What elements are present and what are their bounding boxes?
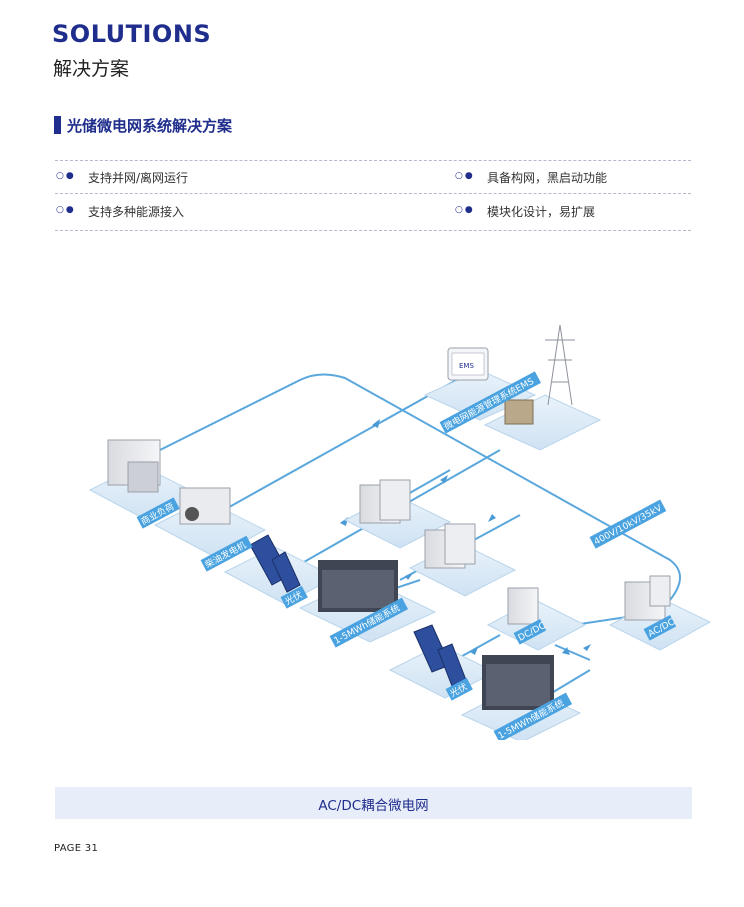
feature-item: 支持并网/离网运行 bbox=[88, 171, 189, 185]
storage-cabinet-1 bbox=[318, 560, 398, 612]
feature-item: 支持多种能源接入 bbox=[88, 205, 185, 219]
storage-cabinet-2 bbox=[482, 655, 554, 710]
pv-panel-1 bbox=[249, 534, 301, 593]
page-title-en: SOLUTIONS bbox=[52, 20, 212, 48]
device-labels: 商业负荷 柴油发电机 光伏 1-5MWh储能系统 微电网能源管理系统EMS 40… bbox=[136, 371, 677, 740]
section-title: 光储微电网系统解决方案 bbox=[67, 117, 233, 135]
converter-cabinet-2 bbox=[424, 523, 476, 569]
transformer-icon bbox=[504, 399, 534, 425]
divider bbox=[55, 230, 691, 231]
diagram-caption: AC/DC耦合微电网 bbox=[318, 798, 429, 814]
label-grid-voltage: 400V/10kV/35kV bbox=[593, 503, 665, 547]
divider bbox=[55, 193, 691, 194]
feature-item: 具备构网，黑启动功能 bbox=[487, 171, 608, 185]
ems-screen-label: EMS bbox=[459, 362, 474, 370]
flow-arrows bbox=[340, 419, 591, 655]
caption-box bbox=[55, 787, 692, 819]
commercial-load-building bbox=[107, 439, 161, 493]
acdc-cabinet bbox=[624, 575, 671, 621]
feature-item: 模块化设计，易扩展 bbox=[487, 205, 596, 219]
divider bbox=[55, 160, 691, 161]
page-number: PAGE 31 bbox=[54, 843, 99, 854]
diesel-generator bbox=[179, 487, 231, 525]
bullet-icon: ○● bbox=[56, 205, 76, 215]
microgrid-diagram: EMS 商业负荷 柴油发电机 光伏 1-5M bbox=[88, 324, 712, 740]
converter-cabinet-1 bbox=[359, 479, 411, 524]
transmission-tower-icon bbox=[545, 324, 575, 406]
device-platforms bbox=[88, 369, 712, 740]
bullet-icon: ○● bbox=[455, 171, 475, 181]
page-title-cn: 解决方案 bbox=[53, 58, 130, 80]
bullet-icon: ○● bbox=[56, 171, 76, 181]
ems-monitor-icon: EMS bbox=[447, 347, 489, 381]
dcdc-cabinet bbox=[507, 587, 539, 625]
section-marker bbox=[54, 116, 61, 134]
bullet-icon: ○● bbox=[455, 205, 475, 215]
